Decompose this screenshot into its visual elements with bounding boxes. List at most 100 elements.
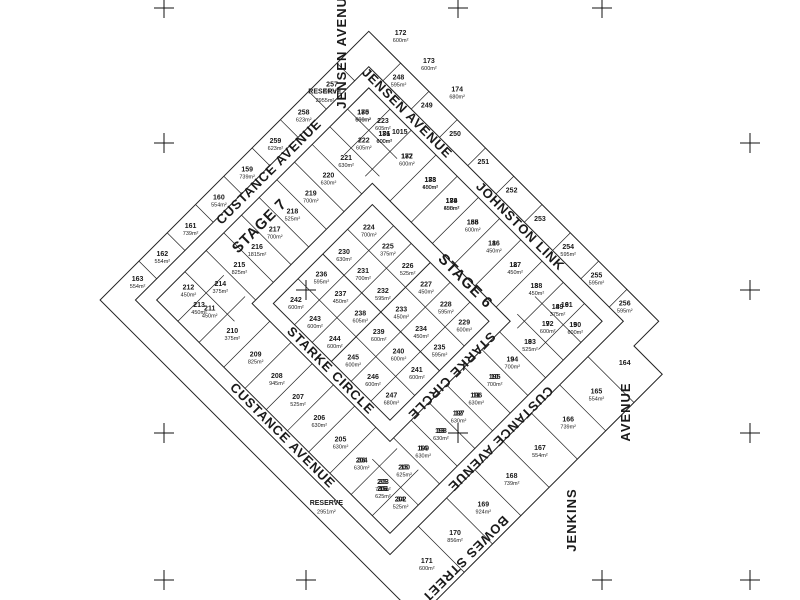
lot-area: 700m² <box>505 365 521 371</box>
lot-number: 185 <box>467 219 479 226</box>
lot-area: 600m² <box>365 382 381 388</box>
lot-number: 180 <box>357 110 369 117</box>
lot-number: 171 <box>421 558 433 565</box>
lot-number: 173 <box>423 58 435 65</box>
lot-area: 591m² <box>324 89 340 95</box>
lot-number: 212 <box>183 284 195 291</box>
lot-number: 204 <box>356 458 368 465</box>
lot-number: 182 <box>401 154 413 161</box>
lot: 249 <box>421 103 433 110</box>
lot-number: 15 <box>400 465 408 472</box>
lot-number: 197 <box>453 410 465 417</box>
lot-number: 13 <box>437 428 445 435</box>
lot-area: 450m² <box>529 291 545 297</box>
lot-area: 598m² <box>444 206 460 212</box>
lot-area: 630m² <box>451 418 467 424</box>
cross-mark <box>592 570 612 590</box>
lot-number: 236 <box>316 272 328 279</box>
lot-number: 210 <box>226 328 238 335</box>
cross-mark <box>740 280 760 300</box>
lot-number: 244 <box>329 336 341 343</box>
lot-lines-inner <box>294 225 471 402</box>
lot-number: 194 <box>506 357 518 364</box>
lot-number: 162 <box>156 251 168 258</box>
lot-number: 241 <box>411 367 423 374</box>
lot-number: 9 <box>510 357 514 364</box>
lot-number: 234 <box>415 326 427 333</box>
lot-number: 206 <box>313 415 325 422</box>
lot-area: 600m² <box>409 375 425 381</box>
lot-area: 700m² <box>361 232 377 238</box>
lot-area: 525m² <box>285 217 301 223</box>
lot-area: 825m² <box>232 270 248 276</box>
lot-area: 525m² <box>290 402 306 408</box>
special-label: 1015 <box>392 129 408 136</box>
lot: 12 <box>455 410 463 417</box>
lot-number: 213 <box>193 302 205 309</box>
lot: 11 <box>473 393 481 400</box>
lot-area: 600m² <box>465 227 481 233</box>
street-jensen-avenue-inner: JENSEN AVENUE <box>359 65 455 161</box>
lot-area: 525m² <box>522 347 538 353</box>
cross-mark <box>740 570 760 590</box>
lot-number: 231 <box>357 268 369 275</box>
lot-number: 208 <box>271 373 283 380</box>
lot: 251 <box>477 159 489 166</box>
lot-area: 450m² <box>418 290 434 296</box>
lot-area: 625m² <box>396 473 412 479</box>
lot-number: 163 <box>132 276 144 283</box>
lot-number: 228 <box>440 301 452 308</box>
estate-boundary <box>99 30 663 600</box>
lot-area: 595m² <box>560 252 576 258</box>
lot-area: 630m² <box>338 163 354 169</box>
lot-number: 183 <box>424 177 436 184</box>
lot-number: 218 <box>287 209 299 216</box>
lot-number: 184 <box>446 198 458 205</box>
lot-number: 191 <box>561 302 573 309</box>
reserve-label: RESERVE <box>308 89 342 96</box>
lot-number: 254 <box>562 244 574 251</box>
cross-mark <box>448 0 468 18</box>
lot-number: 188 <box>531 283 543 290</box>
lot: 6 <box>565 302 569 309</box>
lot-number: 192 <box>542 321 554 328</box>
lot-number: 187 <box>509 262 521 269</box>
lot-number: 4 <box>556 304 560 311</box>
lot-number: 225 <box>382 243 394 250</box>
lot-number: 14 <box>419 446 427 453</box>
lot-number: 177 <box>401 154 413 161</box>
lot-area: 450m² <box>202 314 218 320</box>
lot-area: 625m² <box>375 494 391 500</box>
lot-number: 251 <box>477 159 489 166</box>
lot: 7 <box>546 321 550 328</box>
lot-number: 159 <box>241 166 253 173</box>
lot-area: 595m² <box>589 280 605 286</box>
lot-number: 170 <box>449 530 461 537</box>
